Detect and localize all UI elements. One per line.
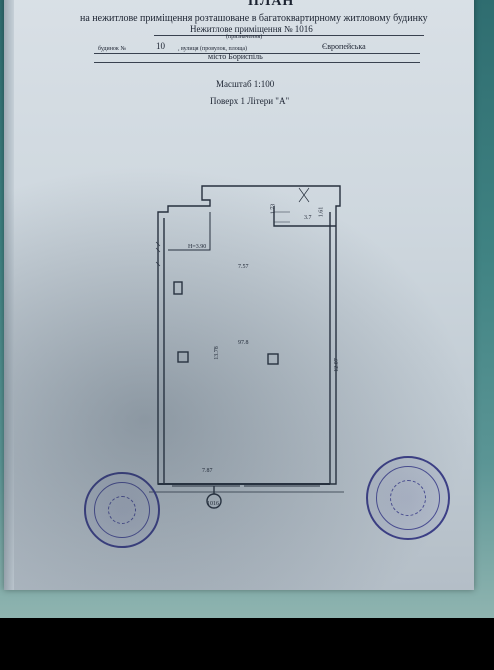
official-stamp-right (366, 456, 450, 540)
dim-bottom: 7.87 (202, 468, 213, 474)
street-label: , вулиця (провулок, площа) (178, 46, 248, 52)
height-label: Н=3.90 (188, 244, 207, 250)
marker-label: 1016 (207, 501, 219, 507)
floor-plan (149, 185, 344, 509)
document-title: ПЛАН (248, 0, 295, 9)
city-underline (94, 62, 420, 63)
official-stamp-left (84, 472, 160, 548)
floor-label: Поверх 1 Літери "А" (210, 96, 290, 106)
photo-background: ПЛАН на нежитлове приміщення розташоване… (0, 0, 494, 618)
premises-name: Нежитлове приміщення № 1016 (190, 24, 313, 34)
small-room-area: 3.7 (304, 215, 312, 221)
street-name: Європейська (322, 42, 366, 51)
address-underline (94, 53, 420, 54)
bottom-black-bar (0, 618, 494, 670)
premises-caption: (призначення) (226, 34, 263, 40)
document-subtitle: на нежитлове приміщення розташоване в ба… (80, 13, 428, 24)
dim-main-vertical: 13.78 (213, 346, 220, 360)
premises-underline (154, 35, 424, 36)
document-sheet: ПЛАН на нежитлове приміщення розташоване… (4, 0, 474, 590)
room-a-area: 7.57 (238, 264, 249, 270)
building-number: 10 (156, 41, 165, 51)
main-area: 97.8 (238, 340, 249, 346)
city-name: місто Бориспіль (208, 52, 263, 61)
dim-right: 12.07 (333, 358, 340, 372)
dim-top-right: 1.61 (318, 206, 325, 218)
building-label: будинок № (98, 46, 127, 52)
sheet-edge (4, 0, 14, 590)
scale-label: Масштаб 1:100 (216, 79, 275, 89)
dim-top-left: 1.73 (270, 203, 277, 215)
